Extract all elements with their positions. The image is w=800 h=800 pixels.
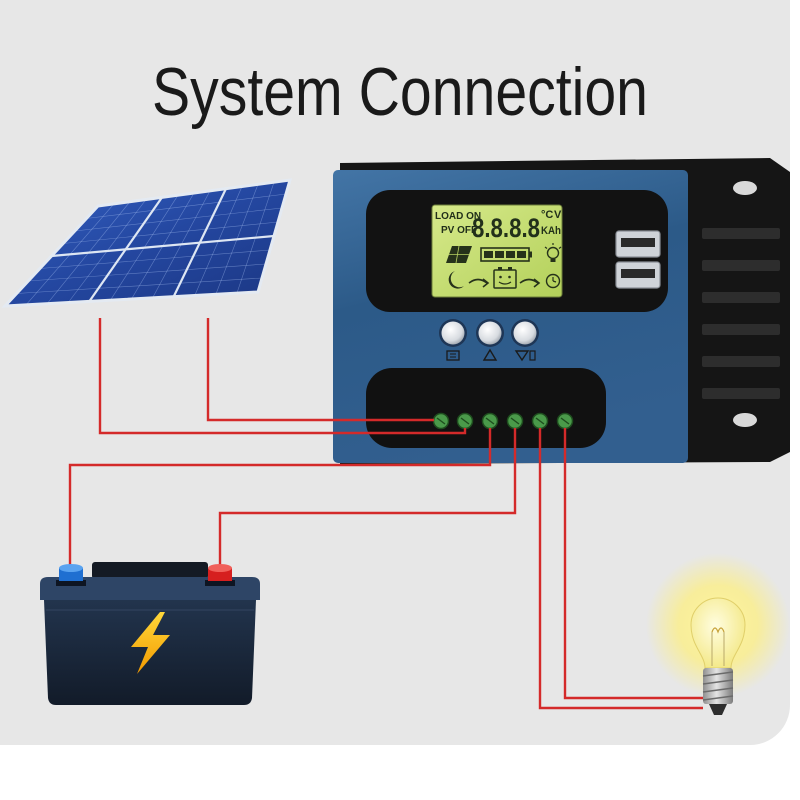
usb-port-top-slot [621, 238, 655, 247]
down-button [513, 321, 537, 345]
wire-terminal-5-to-bulb [538, 428, 703, 710]
bulb-icon [544, 243, 562, 262]
lcd-unit-temp: °C [541, 209, 553, 221]
battery-negative-terminal [56, 564, 86, 586]
solar-cell-line [86, 193, 287, 219]
cooling-fin [702, 324, 780, 335]
usb-port-bottom-slot [621, 269, 655, 278]
battery [40, 562, 260, 705]
lcd-pv-off-label: PV OFF [441, 225, 477, 236]
control-buttons [439, 319, 539, 362]
battery-positive-terminal [205, 564, 235, 586]
bulb-tip [709, 704, 727, 715]
solar-cell-line [39, 249, 271, 269]
cooling-fin [702, 388, 780, 399]
solar-cell-line [63, 221, 279, 244]
menu-icon [446, 350, 460, 361]
bulb-filament [711, 627, 725, 666]
lcd-unit-capacity: KAh [541, 225, 561, 237]
arrow-icon [519, 278, 541, 288]
solar-cell-line [74, 207, 283, 232]
solar-module-divider [51, 234, 275, 258]
terminal-3 [481, 412, 499, 430]
light-bulb [646, 553, 790, 715]
lightning-bolt-icon [131, 612, 170, 674]
bulb-screw-base [703, 668, 733, 704]
wire-terminal-3-to-battery-negative [68, 428, 492, 568]
terminal-block [366, 368, 606, 448]
terminal-1 [432, 412, 450, 430]
moon-icon [448, 271, 464, 289]
wire-panel-to-terminal-2 [98, 318, 467, 435]
page-title: System Connection [152, 54, 648, 130]
cooling-fin [702, 356, 780, 367]
usb-ports [615, 230, 661, 289]
wire-terminal-6-to-bulb [563, 428, 703, 700]
solar-panel-surface [5, 180, 290, 306]
down-arrow-icon [514, 350, 536, 362]
cooling-fins [702, 228, 780, 399]
cooling-fin [702, 228, 780, 239]
terminal-4 [506, 412, 524, 430]
solar-panel-frame [1, 178, 293, 308]
lcd-screen: LOAD ON PV OFF 8.8.8.8 °C V KAh [431, 204, 563, 298]
wire-panel-to-terminal-1 [206, 318, 434, 422]
arrow-icon [468, 278, 490, 288]
bulb-threads [702, 671, 734, 701]
timer-bulb-icon [545, 273, 561, 289]
battery-lid-ridge [92, 562, 208, 579]
solar-panel [1, 178, 293, 308]
lcd-digits: 8.8.8.8 [472, 213, 540, 243]
mounting-hole-top [733, 181, 757, 195]
solar-cell-line [16, 277, 263, 294]
wires [68, 318, 703, 710]
solar-cell-line [28, 263, 267, 282]
cooling-fin [702, 260, 780, 271]
up-arrow-icon [482, 348, 498, 361]
menu-button [441, 321, 465, 345]
cooling-fin [702, 292, 780, 303]
battery-face-icon [493, 267, 517, 289]
battery-level-icon [480, 247, 532, 262]
terminal-5 [531, 412, 549, 430]
terminal-6 [556, 412, 574, 430]
terminal-2 [456, 412, 474, 430]
charge-controller: LOAD ON PV OFF 8.8.8.8 °C V KAh [333, 158, 790, 464]
solar-panel-grid [16, 182, 287, 306]
solar-panel-icon [446, 245, 472, 264]
mounting-hole-bottom [733, 413, 757, 427]
lcd-unit-volt: V [554, 209, 562, 221]
up-button [478, 321, 502, 345]
lcd-load-on-label: LOAD ON [435, 211, 481, 222]
wire-terminal-4-to-battery-positive [218, 428, 517, 568]
